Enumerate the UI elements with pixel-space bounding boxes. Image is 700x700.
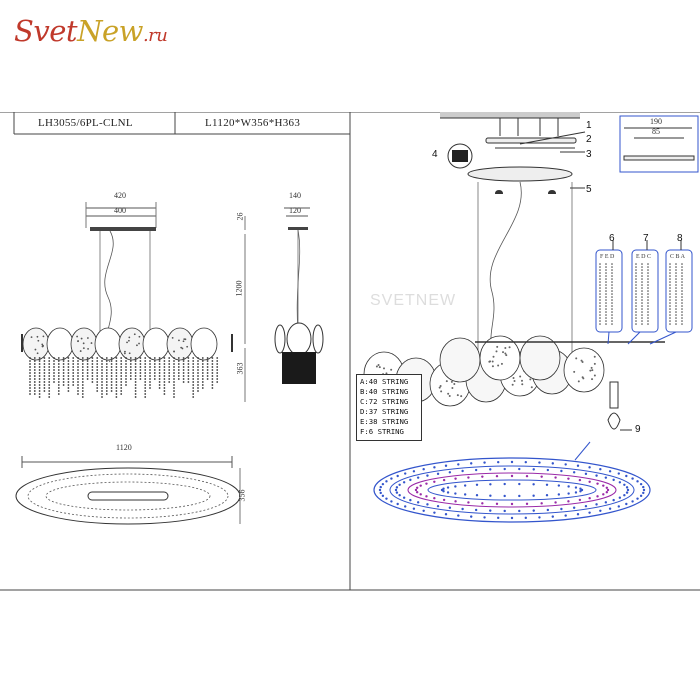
callout-5: 5 (586, 184, 592, 195)
callout-3: 3 (586, 149, 592, 160)
technical-drawing-sheet: LH3055/6PL-CLNL L1120*W356*H363 420 400 … (0, 112, 700, 592)
glass-disc-row (22, 328, 232, 360)
overall-dimensions: L1120*W356*H363 (205, 117, 300, 129)
legend-item: D:37 STRING (360, 407, 418, 417)
dim-top-width: 356 (238, 490, 247, 502)
callout-8: 8 (677, 233, 683, 244)
bulb-icon (608, 413, 620, 429)
group-7-letters: E D C (636, 254, 651, 260)
legend-item: B:40 STRING (360, 387, 418, 397)
dim-detail-outer: 190 (650, 117, 662, 126)
side-crystal-block (282, 352, 316, 384)
dim-body-height: 363 (236, 363, 245, 375)
crystal-strings (29, 357, 218, 398)
callout-7: 7 (643, 233, 649, 244)
dim-side-width-outer: 140 (289, 191, 301, 200)
drawing-canvas (0, 112, 700, 592)
callout-1: 1 (586, 120, 592, 131)
group-8-letters: C B A (670, 254, 685, 260)
callout-9: 9 (635, 424, 641, 435)
svetnew-logo: SvetNew.ru (14, 14, 167, 48)
front-view (22, 202, 245, 468)
callout-6: 6 (609, 233, 615, 244)
side-view (275, 208, 323, 384)
dim-drop: 1200 (235, 281, 244, 297)
string-layout-dots (379, 461, 645, 519)
top-view (16, 468, 240, 524)
string-legend: A:40 STRING B:40 STRING C:72 STRING D:37… (356, 374, 422, 441)
canopy (90, 227, 156, 231)
dim-detail-inner: 85 (652, 127, 660, 136)
callout-4: 4 (432, 149, 438, 160)
dim-side-width-inner: 120 (289, 206, 301, 215)
dim-canopy-height: 26 (236, 213, 245, 221)
watermark: SVETNEW (370, 292, 456, 310)
model-number: LH3055/6PL-CLNL (38, 117, 133, 129)
string-dot-columns (599, 263, 683, 325)
dim-front-width-outer: 420 (114, 191, 126, 200)
callout-2: 2 (586, 134, 592, 145)
legend-item: C:72 STRING (360, 397, 418, 407)
group-6-letters: F E D (600, 254, 614, 260)
canopy-plate (468, 167, 572, 181)
legend-item: F:6 STRING (360, 427, 418, 437)
legend-item: A:40 STRING (360, 377, 418, 387)
legend-item: E:38 STRING (360, 417, 418, 427)
exploded-view (364, 112, 698, 522)
bulb-socket (610, 382, 618, 408)
dim-front-width-inner: 400 (114, 206, 126, 215)
dim-length: 1120 (116, 443, 132, 452)
